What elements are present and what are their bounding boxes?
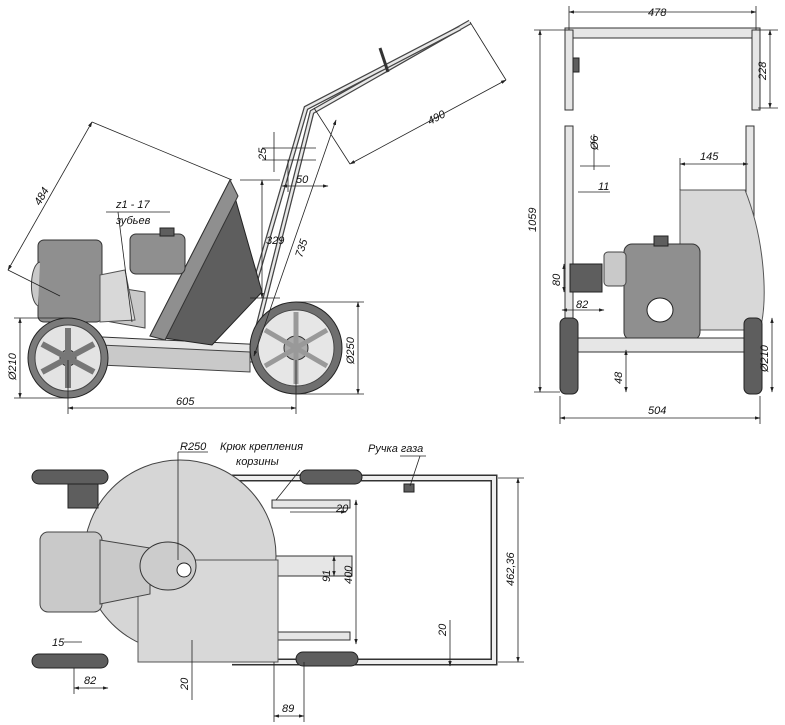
- handle-top-bar: [564, 27, 761, 39]
- front-axle-beam: [569, 337, 751, 353]
- hook-label-line2: корзины: [236, 456, 279, 468]
- dim-329: 329: [266, 235, 284, 247]
- dim-400: 400: [343, 565, 355, 584]
- dim-504: 504: [648, 405, 666, 417]
- dim-20-right: 20: [437, 623, 449, 637]
- air-intake: [646, 297, 674, 323]
- gear-label-line2: зубьев: [115, 215, 151, 227]
- dim-1059: 1059: [527, 208, 539, 232]
- top-pulley: [67, 481, 99, 509]
- dim-605: 605: [176, 396, 195, 408]
- engine-front: [623, 243, 701, 341]
- side-view: 484 329 735 490 25 50 605 Ø210 Ø250 z1 -: [7, 19, 507, 414]
- front-right-wheel: [743, 317, 763, 395]
- dim-91: 91: [321, 570, 333, 582]
- top-engine: [39, 531, 103, 613]
- throttle-lever: [378, 47, 390, 73]
- throttle-knob: [572, 57, 580, 73]
- dim-50: 50: [296, 174, 309, 186]
- dim-20-top: 20: [335, 503, 349, 515]
- handle-tube-outer: [255, 19, 472, 327]
- dim-490: 490: [426, 108, 449, 128]
- dim-48: 48: [613, 371, 625, 384]
- dim-d6: Ø6: [589, 134, 601, 151]
- dim-89: 89: [282, 703, 294, 715]
- dim-d250-side: Ø250: [345, 336, 357, 365]
- dim-46236: 462,36: [505, 551, 517, 586]
- handle-tube-inner: [247, 25, 462, 301]
- dim-d210-side: Ø210: [7, 352, 19, 381]
- dim-15: 15: [52, 637, 65, 649]
- dim-80: 80: [551, 273, 563, 286]
- dim-735: 735: [293, 237, 310, 259]
- gear-label-line1: z1 - 17: [115, 199, 151, 211]
- dim-228: 228: [757, 61, 769, 81]
- dim-484: 484: [32, 186, 52, 208]
- dim-82-top: 82: [84, 675, 96, 687]
- engine-cylinder: [37, 239, 103, 323]
- dim-82-front: 82: [576, 299, 588, 311]
- dim-r250: R250: [180, 441, 207, 453]
- top-rear-right-wheel: [31, 653, 109, 669]
- fuel-tank: [129, 233, 186, 275]
- dim-478: 478: [648, 7, 667, 19]
- top-view: R250 Крюк крепления корзины Ручка газа 2…: [31, 441, 524, 722]
- dim-20-bottom: 20: [179, 677, 191, 691]
- top-rear-left-wheel: [31, 469, 109, 485]
- throttle-label: Ручка газа: [368, 443, 423, 455]
- dim-25: 25: [257, 147, 269, 161]
- front-view: 478 228 1059 Ø6 11 145 80 82 48 504 Ø210: [527, 6, 778, 424]
- top-front-left-wheel: [299, 469, 363, 485]
- top-front-right-wheel: [295, 651, 359, 667]
- front-left-wheel: [559, 317, 579, 395]
- dim-145: 145: [700, 151, 719, 163]
- throttle-grip: [403, 483, 415, 493]
- pulley: [569, 263, 603, 293]
- dim-11: 11: [598, 181, 609, 193]
- dim-d210-front: Ø210: [759, 344, 771, 373]
- hook-label-line1: Крюк крепления: [220, 441, 303, 453]
